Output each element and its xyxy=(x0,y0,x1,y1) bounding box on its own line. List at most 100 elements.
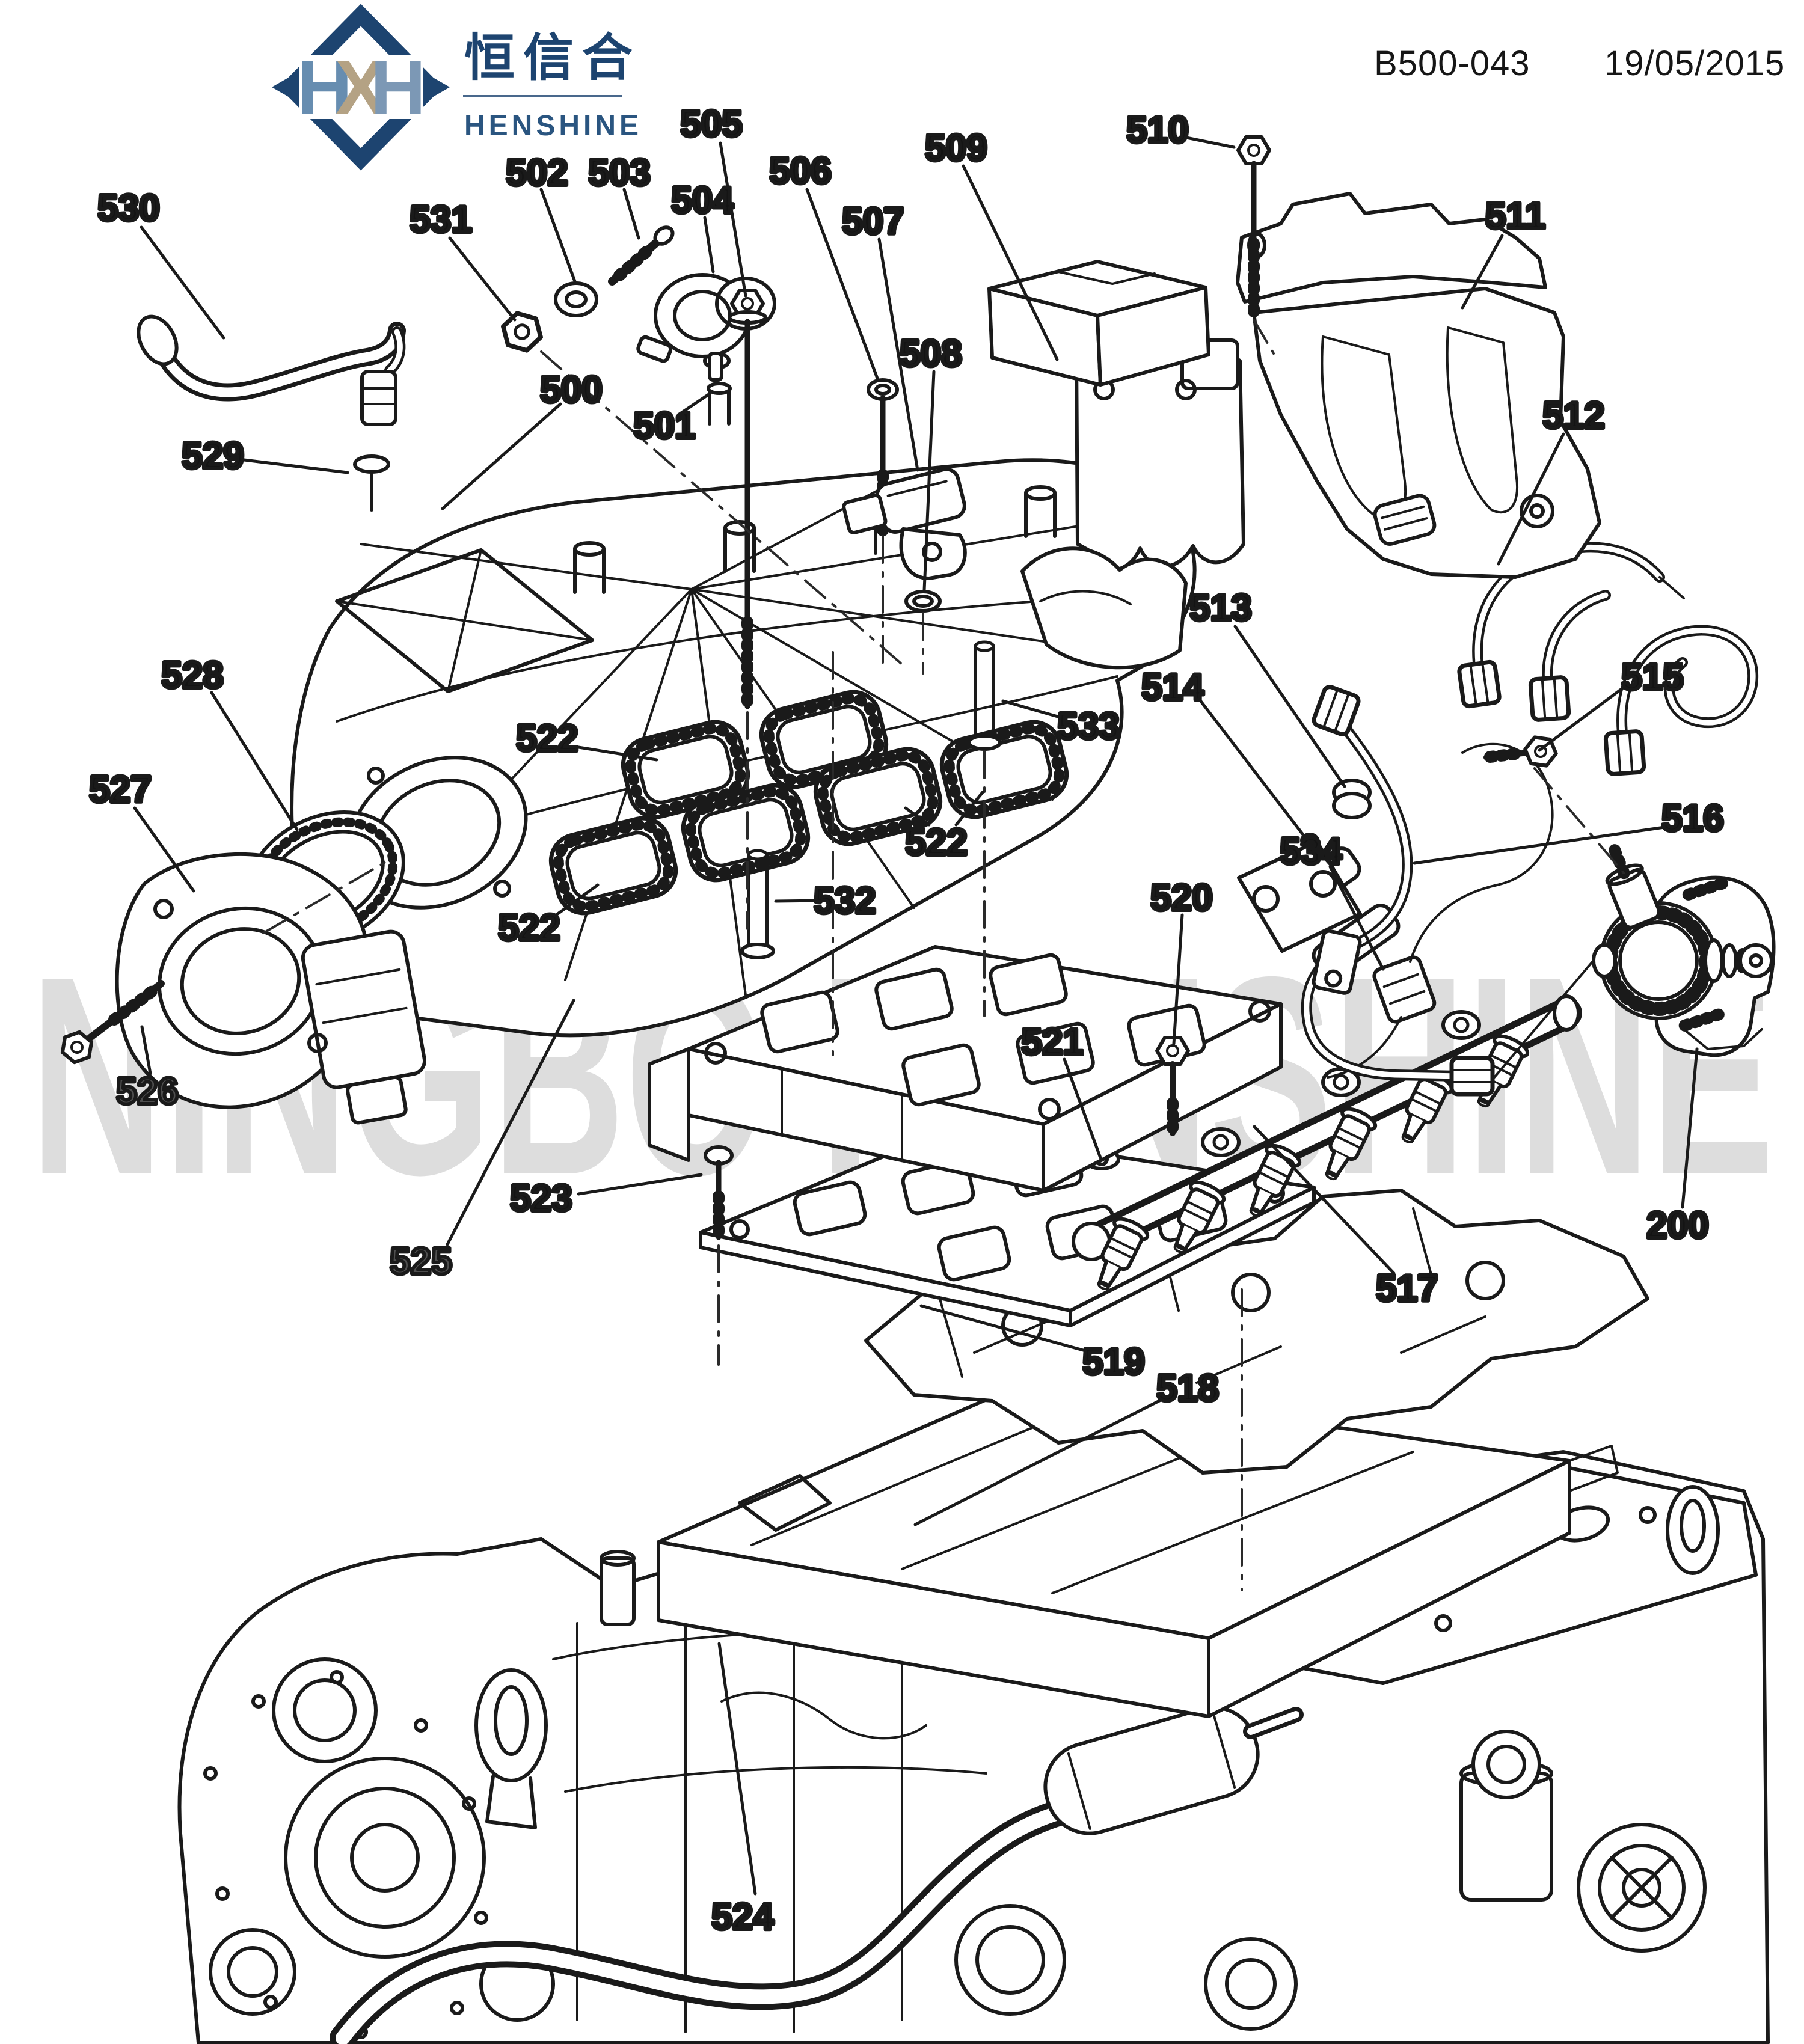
callout-502: 502 xyxy=(506,152,568,194)
callout-529: 529 xyxy=(182,435,244,477)
projection-axes xyxy=(262,319,1625,1591)
leader-506 xyxy=(805,188,880,382)
throttle-bolt-drawing xyxy=(57,980,165,1068)
callout-531: 531 xyxy=(410,199,471,240)
callout-532: 532 xyxy=(814,880,876,922)
oil-filter xyxy=(1459,1730,1553,1902)
leader-521 xyxy=(1063,1057,1102,1160)
leader-527 xyxy=(133,806,195,893)
leader-503 xyxy=(622,188,640,240)
heat-shield-drawing xyxy=(1236,192,1601,579)
leader-508 xyxy=(922,370,936,592)
callout-519: 519 xyxy=(1082,1341,1144,1383)
callout-508: 508 xyxy=(900,333,962,375)
coil-bracket-drawing xyxy=(1020,336,1245,670)
hose-washer xyxy=(353,454,390,474)
leader-200 xyxy=(1681,1047,1699,1209)
document-code: B500-043 xyxy=(1374,44,1530,83)
leader-526 xyxy=(140,1025,152,1076)
callout-522: 522 xyxy=(516,718,578,759)
sensor-oring-drawing xyxy=(904,590,942,613)
callout-503: 503 xyxy=(588,152,650,194)
callout-510: 510 xyxy=(1126,109,1188,151)
leader-522 xyxy=(573,745,658,762)
leader-531 xyxy=(448,236,517,322)
callout-200: 200 xyxy=(1646,1205,1708,1246)
leader-522 xyxy=(904,806,931,827)
leader-523 xyxy=(577,1173,703,1196)
leader-529 xyxy=(238,457,349,474)
leader-511 xyxy=(1461,234,1504,310)
callout-515: 515 xyxy=(1621,656,1683,698)
high-pressure-pump-drawing xyxy=(1592,844,1776,1057)
leader-528 xyxy=(210,691,299,831)
shield-bolt-drawing xyxy=(1238,137,1269,319)
callout-501: 501 xyxy=(633,405,695,447)
hose-nut-drawing xyxy=(499,311,545,353)
callout-513: 513 xyxy=(1189,587,1251,629)
engine-assembly-drawing xyxy=(177,1450,1770,2044)
leader-534 xyxy=(1328,865,1385,971)
leader-517 xyxy=(1253,1125,1396,1275)
callout-534: 534 xyxy=(1280,831,1342,872)
logo-latin-name: HENSHINE xyxy=(464,110,642,142)
leader-515 xyxy=(1538,685,1627,752)
long-bolt-drawing xyxy=(728,290,767,712)
leader-512 xyxy=(1497,432,1565,566)
callout-530: 530 xyxy=(97,188,159,229)
pcv-hose-drawing xyxy=(137,314,406,512)
callout-506: 506 xyxy=(769,150,831,192)
logo-letter-h1: H xyxy=(297,45,352,131)
callout-520: 520 xyxy=(1150,877,1212,919)
leader-518 xyxy=(913,1397,1166,1526)
fuel-rail-assembly-drawing xyxy=(1072,994,1582,1296)
leader-510 xyxy=(1182,135,1236,149)
pump-bolt-drawing xyxy=(1483,736,1558,767)
stud-washer-drawing xyxy=(554,281,598,317)
pulley xyxy=(954,1823,1707,2031)
leader-505 xyxy=(719,141,747,298)
lift-bracket xyxy=(474,1668,548,1829)
leader-500 xyxy=(441,402,562,510)
callout-523: 523 xyxy=(510,1178,572,1219)
leader-522 xyxy=(954,791,984,827)
logo-letter-h2: H xyxy=(370,45,426,131)
callout-509: 509 xyxy=(925,127,987,169)
crossover-pipe xyxy=(330,1706,1304,2044)
lower-intake-manifold-drawing xyxy=(648,945,1283,1192)
leader-522 xyxy=(553,883,600,918)
callout-518: 518 xyxy=(1156,1368,1218,1409)
callout-522: 522 xyxy=(498,907,560,949)
leader-504 xyxy=(703,216,715,274)
injection-pipes-drawing xyxy=(1459,542,1759,774)
logo-diamond-icon: H X H xyxy=(272,4,450,171)
callout-507: 507 xyxy=(842,201,904,242)
logo-letter-x: X xyxy=(335,45,386,131)
leader-516 xyxy=(1413,825,1666,865)
bolt-dots xyxy=(203,1670,488,2039)
callout-533: 533 xyxy=(1057,706,1119,747)
leader-530 xyxy=(140,225,226,340)
callout-516: 516 xyxy=(1661,798,1723,839)
callout-504: 504 xyxy=(671,180,734,221)
callout-521: 521 xyxy=(1021,1021,1083,1063)
callout-526: 526 xyxy=(116,1071,178,1112)
fuel-feed-pipe-drawing xyxy=(1301,685,1594,1094)
leader-524 xyxy=(717,1642,757,1896)
leader-519 xyxy=(919,1304,1094,1354)
document-date: 19/05/2015 xyxy=(1604,44,1785,83)
rail-bolt-drawing xyxy=(1157,1038,1188,1139)
leader-520 xyxy=(1172,913,1184,1045)
logo-chinese-name: 恒信合 xyxy=(464,29,641,86)
leader-514 xyxy=(1196,696,1314,848)
leader-502 xyxy=(539,188,577,283)
callout-524: 524 xyxy=(711,1896,774,1938)
callout-528: 528 xyxy=(161,655,223,696)
leader-507 xyxy=(877,237,919,472)
leader-525 xyxy=(446,999,575,1246)
leader-509 xyxy=(962,164,1059,361)
callout-522: 522 xyxy=(905,822,967,863)
